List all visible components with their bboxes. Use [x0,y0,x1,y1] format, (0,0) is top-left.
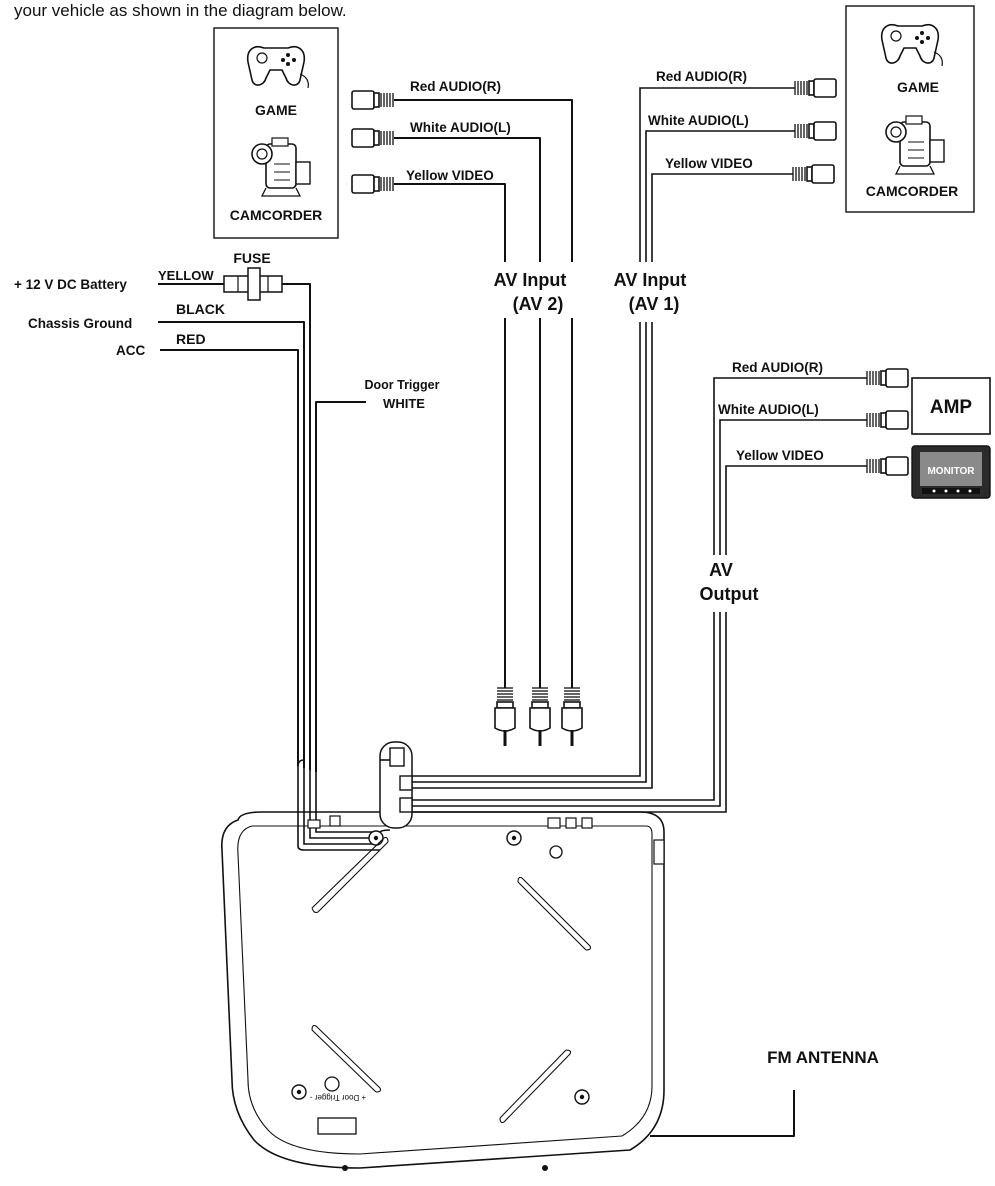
av1-yellow-label: Yellow VIDEO [665,156,753,171]
right-camcorder-label: CAMCORDER [866,183,959,199]
black-wire [158,321,305,768]
fuse-label: FUSE [233,250,270,266]
av2-yellow-label: Yellow VIDEO [406,168,494,183]
screw-dot [542,1165,548,1171]
yellow-wire [158,283,311,770]
av2-yellow-connector [351,174,394,194]
mount-slot [311,836,389,914]
connector-port [399,775,413,791]
av1-yellow-wire [412,173,793,789]
left-camcorder-label: CAMCORDER [230,207,323,223]
av1-red-connector [794,78,837,98]
av1-white-connector [794,121,837,141]
black-label: BLACK [176,301,225,317]
fm-antenna-label: FM ANTENNA [767,1048,879,1067]
av2-white-connector [351,128,394,148]
connector-port [389,747,405,767]
av1-white-label: White AUDIO(L) [648,113,749,128]
av1-label-line2: (AV 1) [629,294,680,314]
av2-white-label: White AUDIO(L) [410,120,511,135]
unit-plate-outline [221,811,665,1169]
mount-slot [499,1049,572,1124]
door-trigger-label: Door Trigger [364,378,439,392]
monitor-label: MONITOR [927,466,975,477]
out-red-label: Red AUDIO(R) [732,360,823,375]
battery-label: + 12 V DC Battery [14,277,127,292]
av1-red-wire [412,87,795,777]
av1-label-line1: AV Input [614,270,687,290]
out-red-wire [412,377,867,801]
yellow-label: YELLOW [158,268,214,283]
right-game-label: GAME [897,79,939,95]
fm-antenna-wire [650,1090,795,1137]
av2-label-line1: AV Input [494,270,567,290]
screw-hole [549,845,563,859]
out-white-label: White AUDIO(L) [718,402,819,417]
acc-label: ACC [116,343,145,358]
fuse-icon [223,267,283,301]
av2-white-plug [528,686,552,748]
amp-box [911,377,991,435]
av2-yellow-wire [394,183,506,688]
plate-tab [547,817,561,829]
mount-slot [517,876,592,951]
plate-tab [307,819,321,829]
av2-yellow-plug [493,686,517,748]
av2-label-line2: (AV 2) [513,294,564,314]
power-bundle [297,759,391,851]
plate-tab [329,815,341,827]
door-trigger-color: WHITE [383,396,425,411]
red-label: RED [176,331,206,347]
av2-red-plug [560,686,584,748]
out-red-connector [866,368,909,388]
av2-red-wire [394,99,573,688]
av2-red-label: Red AUDIO(R) [410,79,501,94]
av2-red-connector [351,90,394,110]
out-white-wire [412,419,867,807]
screw-hole [324,1076,340,1092]
screw-icon [574,1089,590,1105]
monitor-icon [911,445,991,499]
out-white-connector [866,410,909,430]
screw-icon [368,830,384,846]
av1-yellow-connector [792,164,835,184]
connector-port [399,797,413,813]
unit-plate-text: + Door Trigger - [310,1093,367,1102]
screw-icon [291,1084,307,1100]
out-yellow-label: Yellow VIDEO [736,448,824,463]
av1-red-label: Red AUDIO(R) [656,69,747,84]
left-game-label: GAME [255,102,297,118]
out-yellow-connector [866,456,909,476]
plate-tab [565,817,577,829]
door-trigger-plate [317,1117,357,1135]
intro-text: your vehicle as shown in the diagram bel… [14,1,347,20]
unit-plate-inner [237,825,653,1155]
av2-white-wire [394,137,541,688]
red-wire [160,349,299,766]
mount-slot [311,1024,382,1093]
screw-icon [506,830,522,846]
door-trigger-wire [315,401,366,772]
plate-tab [581,817,593,829]
av1-white-wire [412,130,795,783]
av-output-line1: AV [709,560,733,580]
amp-label: AMP [930,397,973,418]
ground-label: Chassis Ground [28,316,132,331]
screw-dot [342,1165,348,1171]
plate-side-tab [653,839,665,865]
av-output-line2: Output [700,584,759,604]
